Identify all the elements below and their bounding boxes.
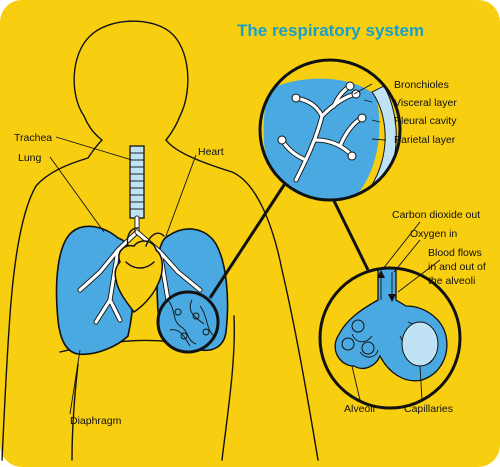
lung-detail-circle [156,290,220,354]
leader-lines [49,83,441,415]
label-lung: Lung [18,152,42,164]
label-diaphragm: Diaphragm [70,415,122,427]
trachea [129,145,145,219]
gas-exchange-arrows [377,270,396,302]
label-parietal-layer: Parietal layer [394,134,456,146]
label-visceral-layer: Visceral layer [394,97,457,109]
alveoli-magnified-circle [318,266,462,410]
label-bronchioles: Bronchioles [394,79,449,91]
label-capillaries: Capillaries [404,403,453,415]
label-carbon-dioxide-out: Carbon dioxide out [392,209,480,221]
label-pleural-cavity: Pleural cavity [394,115,457,127]
label-trachea: Trachea [14,132,52,144]
body-outline [1,20,319,461]
pleura-magnified-circle [258,58,402,202]
label-blood-flows-2: in and out of [428,261,486,273]
diagram-labels: Trachea Lung Heart Diaphragm Bronchioles… [14,79,486,427]
label-heart: Heart [198,146,224,158]
label-oxygen-in: Oxygen in [410,228,457,240]
heart [114,227,165,314]
label-blood-flows-1: Blood flows [428,247,482,259]
heart-shape [114,240,163,314]
label-alveoli: Alveoli [344,403,375,415]
diagram-title: The respiratory system [237,21,424,40]
label-blood-flows-3: the alveoli [428,275,475,287]
